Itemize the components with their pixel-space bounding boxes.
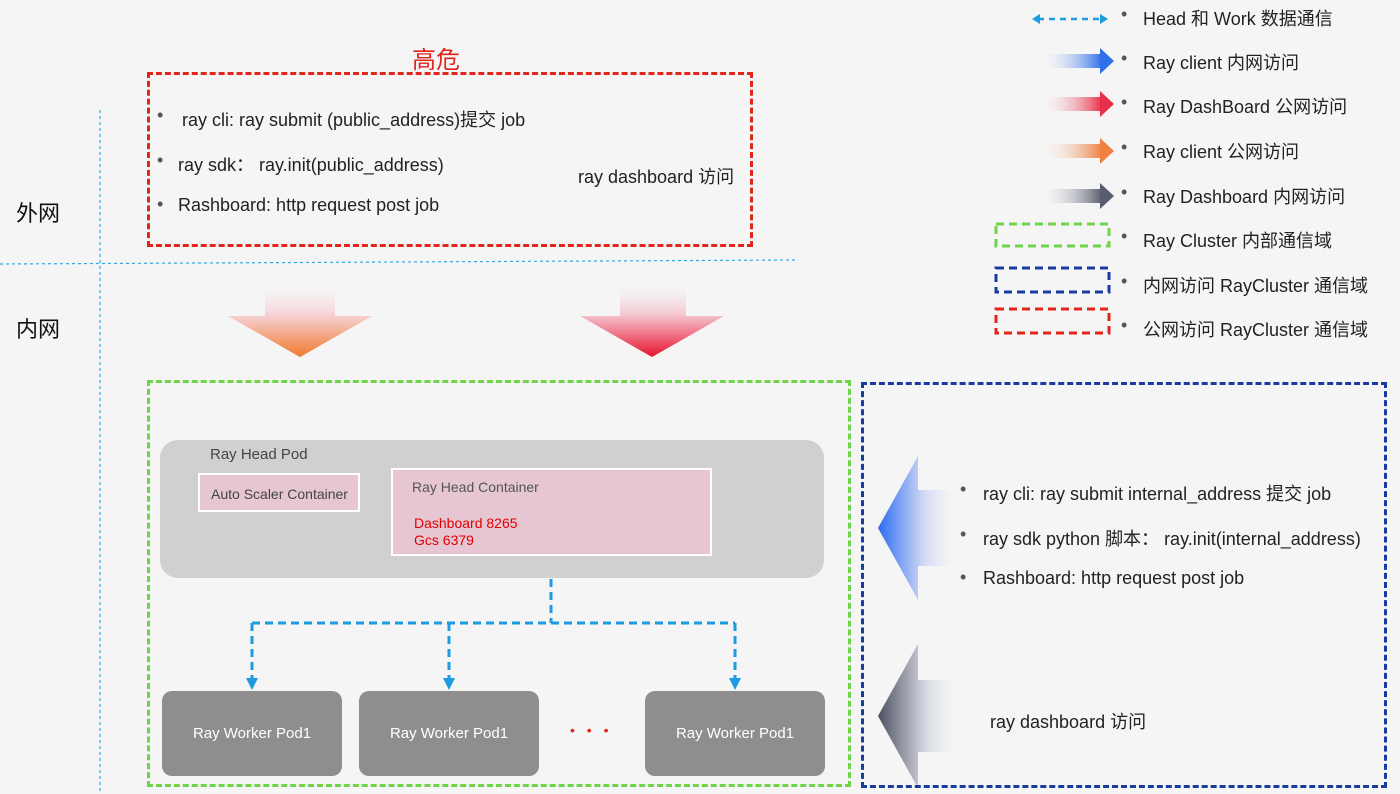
zone-label-external: 外网 [16, 201, 61, 226]
public-item-cli: ray cli: ray submit (public_address)提交 j… [182, 110, 526, 130]
internal-dashboard-note: ray dashboard 访问 [990, 712, 1147, 732]
autoscaler-container [198, 473, 360, 512]
bullet-dot: • [157, 105, 164, 125]
bullet-dot: • [1121, 226, 1128, 246]
legend-arrow-blue-icon [1100, 48, 1114, 74]
ray-worker-pod: Ray Worker Pod1 [645, 691, 825, 776]
legend-item: Ray client 内网访问 [1143, 53, 1300, 73]
ray-worker-pod: Ray Worker Pod1 [359, 691, 539, 776]
ray-cluster-domain [147, 380, 851, 787]
legend-arrow-gray-icon [1100, 183, 1114, 209]
left-arrow-blue-icon [878, 456, 960, 600]
port-gcs: Gcs 6379 [414, 532, 474, 548]
public-item-sdk: ray sdk： ray.init(public_address) [178, 155, 444, 175]
ray-head-pod-label: Ray Head Pod [210, 446, 308, 463]
public-dashboard-note: ray dashboard 访问 [578, 167, 735, 187]
down-arrow-red-icon [580, 280, 724, 357]
legend-item: Ray client 公网访问 [1143, 142, 1300, 162]
legend-arrow-red-icon [1100, 91, 1114, 117]
bullet-dot: • [1121, 182, 1128, 202]
legend-arrow-orange-icon [1100, 138, 1114, 164]
public-item-dashboard: Rashboard: http request post job [178, 195, 440, 215]
bullet-dot: • [1121, 315, 1128, 335]
bullet-dot: • [960, 524, 967, 544]
bullet-dot: • [960, 479, 967, 499]
bullet-dot: • [1121, 48, 1128, 68]
legend-item: Head 和 Work 数据通信 [1143, 9, 1333, 29]
bullet-dot: • [1121, 4, 1128, 24]
internal-item-dashboard: Rashboard: http request post job [983, 568, 1245, 588]
internal-access-box [861, 382, 1387, 788]
legend-icons [994, 14, 1114, 335]
internal-item-cli: ray cli: ray submit internal_address 提交 … [983, 484, 1332, 504]
legend-item: 内网访问 RayCluster 通信域 [1143, 276, 1369, 296]
legend-item: Ray Dashboard 内网访问 [1143, 187, 1346, 207]
legend-item: 公网访问 RayCluster 通信域 [1143, 320, 1369, 340]
bullet-dot: • [1121, 137, 1128, 157]
high-risk-title: 高危 [412, 47, 460, 74]
ray-head-container-label: Ray Head Container [412, 479, 539, 495]
public-access-box [147, 72, 753, 247]
bullet-dot: • [960, 567, 967, 587]
autoscaler-container-label: Auto Scaler Container [211, 486, 348, 502]
legend-item: Ray Cluster 内部通信域 [1143, 231, 1333, 251]
legend-blue-box-icon [994, 266, 1111, 294]
bullet-dot: • [1121, 92, 1128, 112]
legend-green-box-icon [994, 222, 1111, 248]
bullet-dot: • [1121, 271, 1128, 291]
worker-ellipsis: • • • [570, 722, 613, 738]
legend-red-box-icon [994, 307, 1111, 335]
bullet-dot: • [157, 150, 164, 170]
legend-item: Ray DashBoard 公网访问 [1143, 97, 1348, 117]
head-worker-comm-lines [250, 566, 737, 680]
left-arrow-gray-icon [878, 644, 960, 788]
down-arrow-orange-icon [228, 280, 372, 357]
zone-label-internal: 内网 [16, 317, 61, 342]
ray-worker-pod: Ray Worker Pod1 [162, 691, 342, 776]
zone-horizontal-line [0, 259, 796, 265]
ray-head-container [391, 468, 712, 556]
bullet-dot: • [157, 194, 164, 214]
port-dashboard: Dashboard 8265 [414, 515, 518, 531]
internal-item-sdk: ray sdk python 脚本： ray.init(internal_add… [983, 529, 1361, 549]
